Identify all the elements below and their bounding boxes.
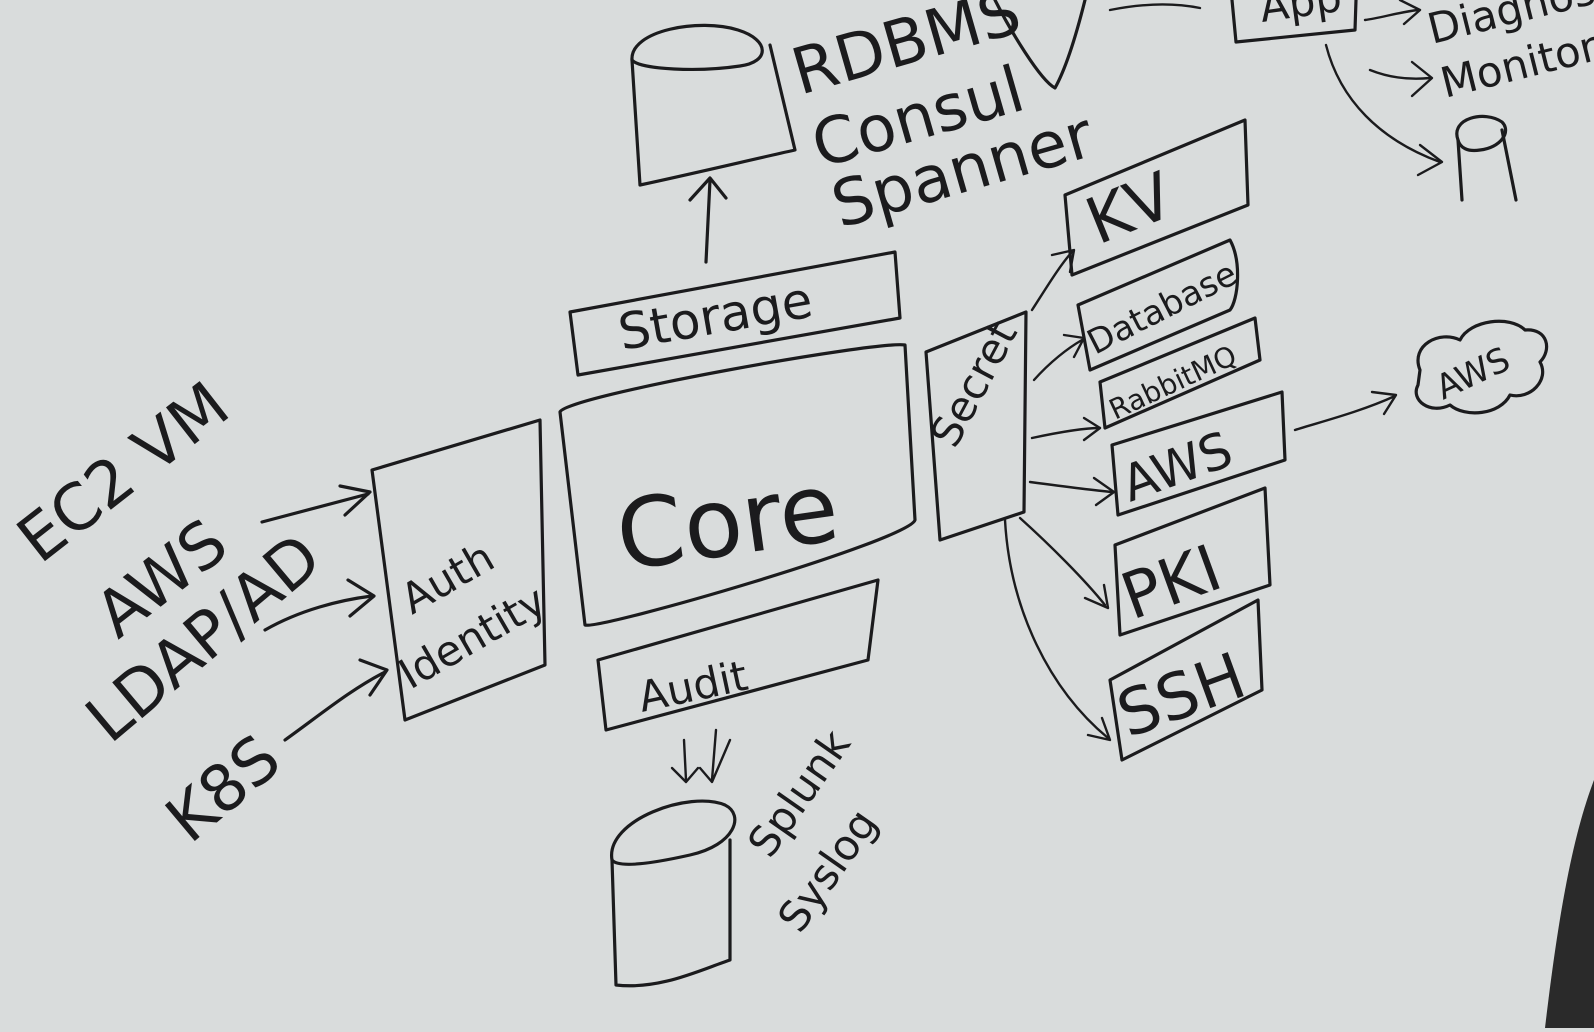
audit-down-arrows [670,728,732,784]
engine-kv-label: KV [1076,159,1183,260]
auth-identity-box: Auth Identity [370,418,554,722]
storage-box: Storage [568,250,902,377]
storage-up-arrow [688,176,728,264]
source-k8s: K8S [153,721,295,857]
presenter-arm [1545,780,1594,1028]
aws-engine-to-cloud-arrow [1293,390,1398,432]
storage-backends-label: RDBMS Consul Spanner [784,0,1102,243]
auth-sources: EC2 VM AWS LDAP/AD K8S [4,368,335,857]
engine-ssh-label: SSH [1108,639,1255,753]
app-label: App [1257,0,1345,32]
engine-pki-label: PKI [1112,531,1231,635]
audit-backends-label: Splunk Syslog [738,720,887,940]
audit-backend-cylinder [610,799,737,988]
engine-aws-label: AWS [1114,420,1240,513]
auth-source-arrows [260,484,389,742]
secret-box: Secret [921,310,1028,542]
cloud-label: AWS [1430,340,1516,409]
audit-label: Audit [634,651,752,722]
audit-box: Audit [596,578,880,732]
storage-backend-cylinder [630,23,797,187]
secret-engine-ssh: SSH [1108,598,1264,762]
aws-cloud: AWS [1414,319,1549,415]
secret-label: Secret [921,313,1027,455]
core-label: Core [610,451,846,593]
